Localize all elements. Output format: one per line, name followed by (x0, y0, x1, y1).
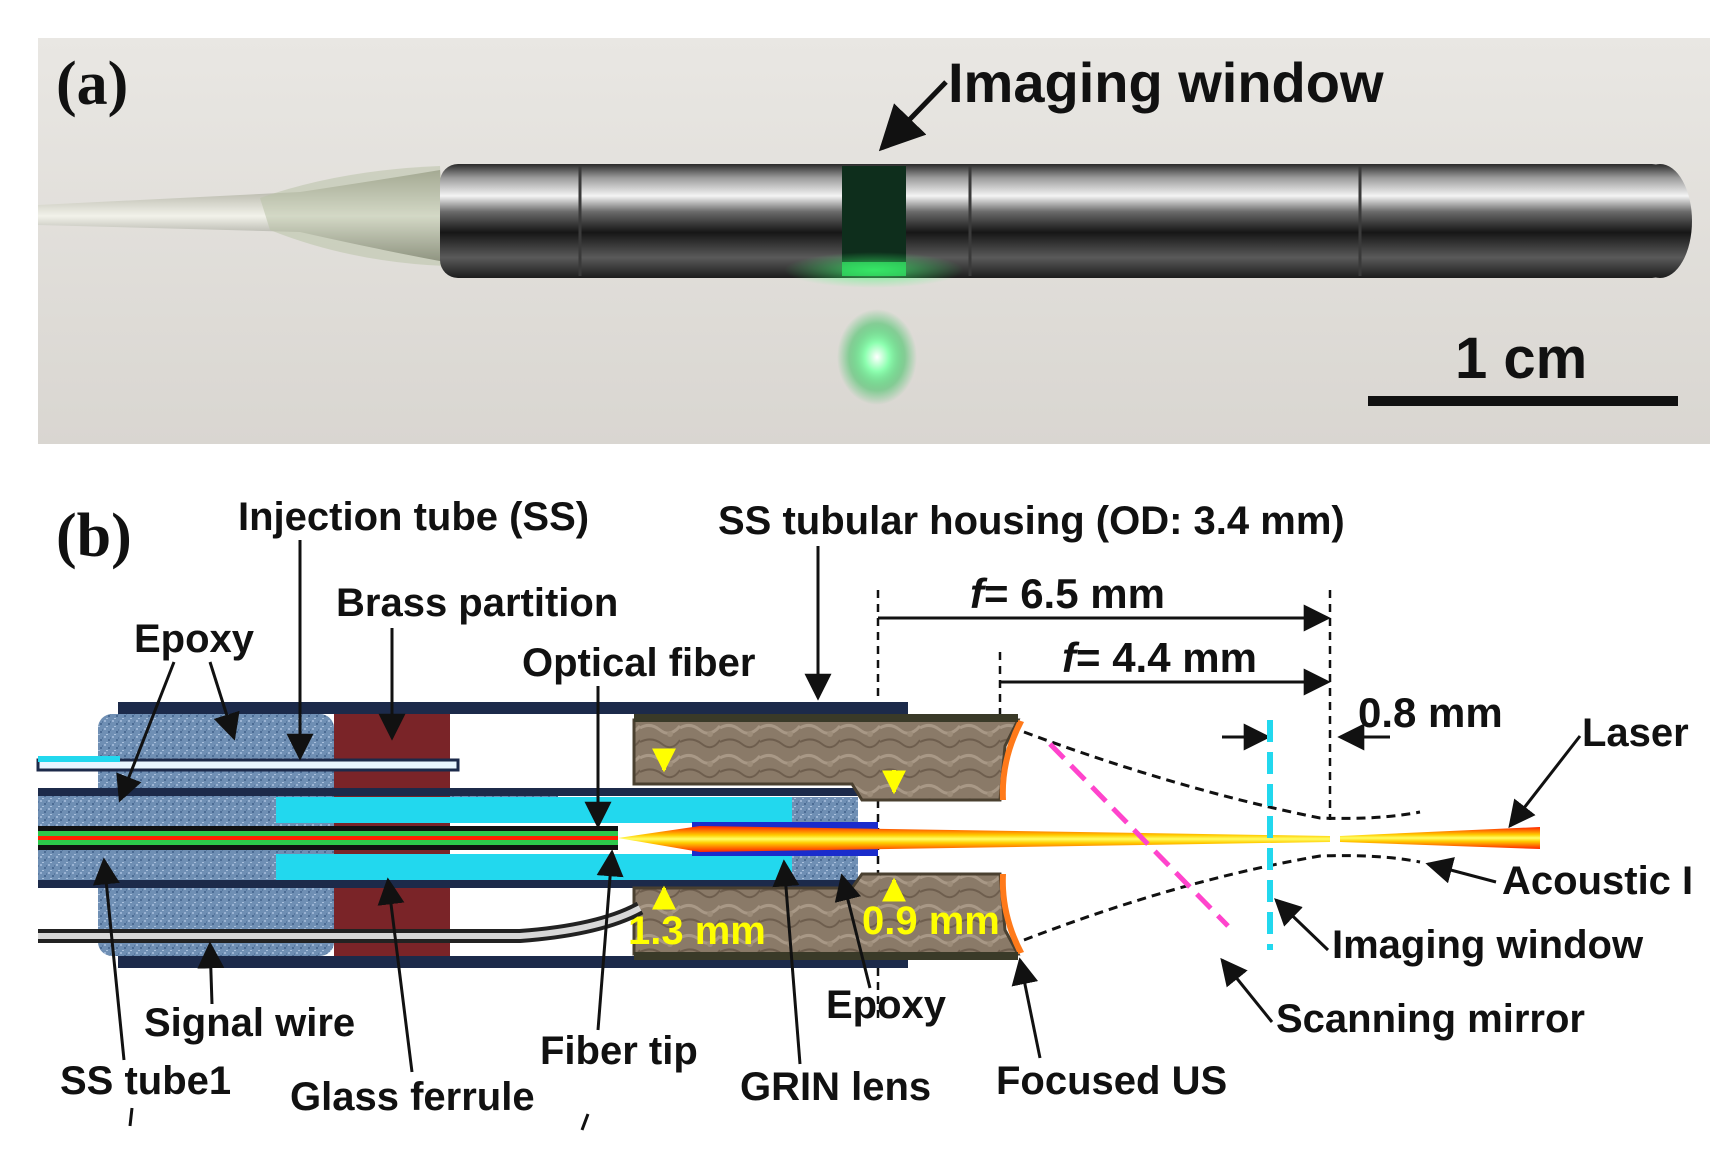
grin-epoxy-bottom (792, 854, 858, 880)
wire-transparent-sleeve (260, 166, 445, 266)
panel-b: (b) Injection tube (SS) SS tubular housi… (36, 495, 1693, 1131)
acoustic-beam-top (1023, 730, 1421, 820)
signal-wire-inner (38, 905, 642, 939)
us-transducer-top (632, 718, 1021, 802)
ss-tube1-arrow (92, 857, 126, 1061)
panel-b-label: (b) (56, 502, 132, 570)
laser-beam-diverge (618, 826, 700, 852)
housing-top-wall (118, 702, 908, 714)
epoxy-top-label: Epoxy (134, 617, 255, 661)
glass-ferrule-label: Glass ferrule (290, 1075, 535, 1119)
ss-tube1-arrow-tail (128, 1107, 134, 1127)
scanning-mirror-label: Scanning mirror (1276, 997, 1585, 1041)
ss-tube1-top (38, 788, 858, 796)
laser-beam-exit (1340, 827, 1540, 849)
laser-beam-focus (700, 826, 1330, 852)
us-transducer-face-top (999, 720, 1024, 800)
imaging-window-label-b: Imaging window (1332, 923, 1644, 967)
glass-ferrule-arrow (377, 877, 414, 1073)
imaging-window-label: Imaging window (948, 51, 1384, 114)
scale-bar (1368, 396, 1678, 406)
epoxy-bottom-label: Epoxy (826, 983, 947, 1027)
imaging-window-arrow (878, 80, 948, 152)
glass-ferrule-bottom (276, 854, 796, 880)
ss-tube1-bottom (38, 880, 858, 888)
focused-us-arrow (1011, 957, 1042, 1059)
panel-a: (a) Imaging window 1 cm (38, 38, 1710, 444)
fiber-tip-arrow (596, 849, 624, 1031)
optical-fiber-label: Optical fiber (522, 641, 755, 685)
scale-bar-label: 1 cm (1455, 326, 1587, 391)
laser-label: Laser (1582, 711, 1689, 755)
grin-lens-label: GRIN lens (740, 1065, 931, 1109)
acoustic-label: Acoustic I (1502, 859, 1693, 903)
us-backing-top (634, 714, 1018, 722)
window-glow-halo (784, 252, 964, 288)
ss-tube1-label: SS tube1 (60, 1059, 231, 1103)
housing-label: SS tubular housing (OD: 3.4 mm) (718, 499, 1345, 543)
scanning-mirror (1048, 742, 1230, 928)
epoxy-bottom-arrow (834, 873, 872, 989)
us-transducer-face-bottom (999, 874, 1024, 954)
injection-tube-label: Injection tube (SS) (238, 495, 589, 539)
gap-label-1: 1.3 mm (628, 909, 766, 953)
fiber-tip-label: Fiber tip (540, 1029, 698, 1073)
acoustic-beam-bottom (1023, 854, 1421, 942)
focused-us-label: Focused US (996, 1059, 1227, 1103)
scanning-mirror-arrow (1220, 957, 1274, 1023)
imaging-window-arrow-b (1274, 898, 1330, 952)
injection-tube (36, 758, 460, 772)
brass-partition-label: Brass partition (336, 581, 618, 625)
glass-ferrule-top (276, 797, 796, 823)
us-backing-bottom (634, 952, 1018, 960)
laser-arrow (1508, 735, 1582, 829)
probe-body (440, 164, 1670, 278)
gap-label-3: 0.8 mm (1358, 689, 1503, 736)
gap-label-2: 0.9 mm (862, 899, 1000, 943)
focal-label-2: f= 4.4 mm (1062, 634, 1257, 681)
epoxy-top-arrow-1 (208, 661, 240, 741)
epoxy-top-arrow-2 (116, 661, 176, 803)
panel-a-label: (a) (56, 50, 128, 118)
signal-wire-arrow (197, 941, 225, 1005)
probe-tip (1628, 164, 1692, 278)
grin-lens-arrow (772, 859, 802, 1065)
signal-wire-label: Signal wire (144, 1001, 355, 1045)
focal-label-1: f= 6.5 mm (970, 570, 1165, 617)
grin-epoxy-top (792, 797, 858, 823)
acoustic-arrow (1425, 857, 1497, 884)
injection-tube-cyan (38, 756, 120, 762)
fiber-tip-tail (580, 1113, 590, 1131)
optical-fiber-red (38, 836, 618, 840)
laser-spot (837, 309, 917, 405)
